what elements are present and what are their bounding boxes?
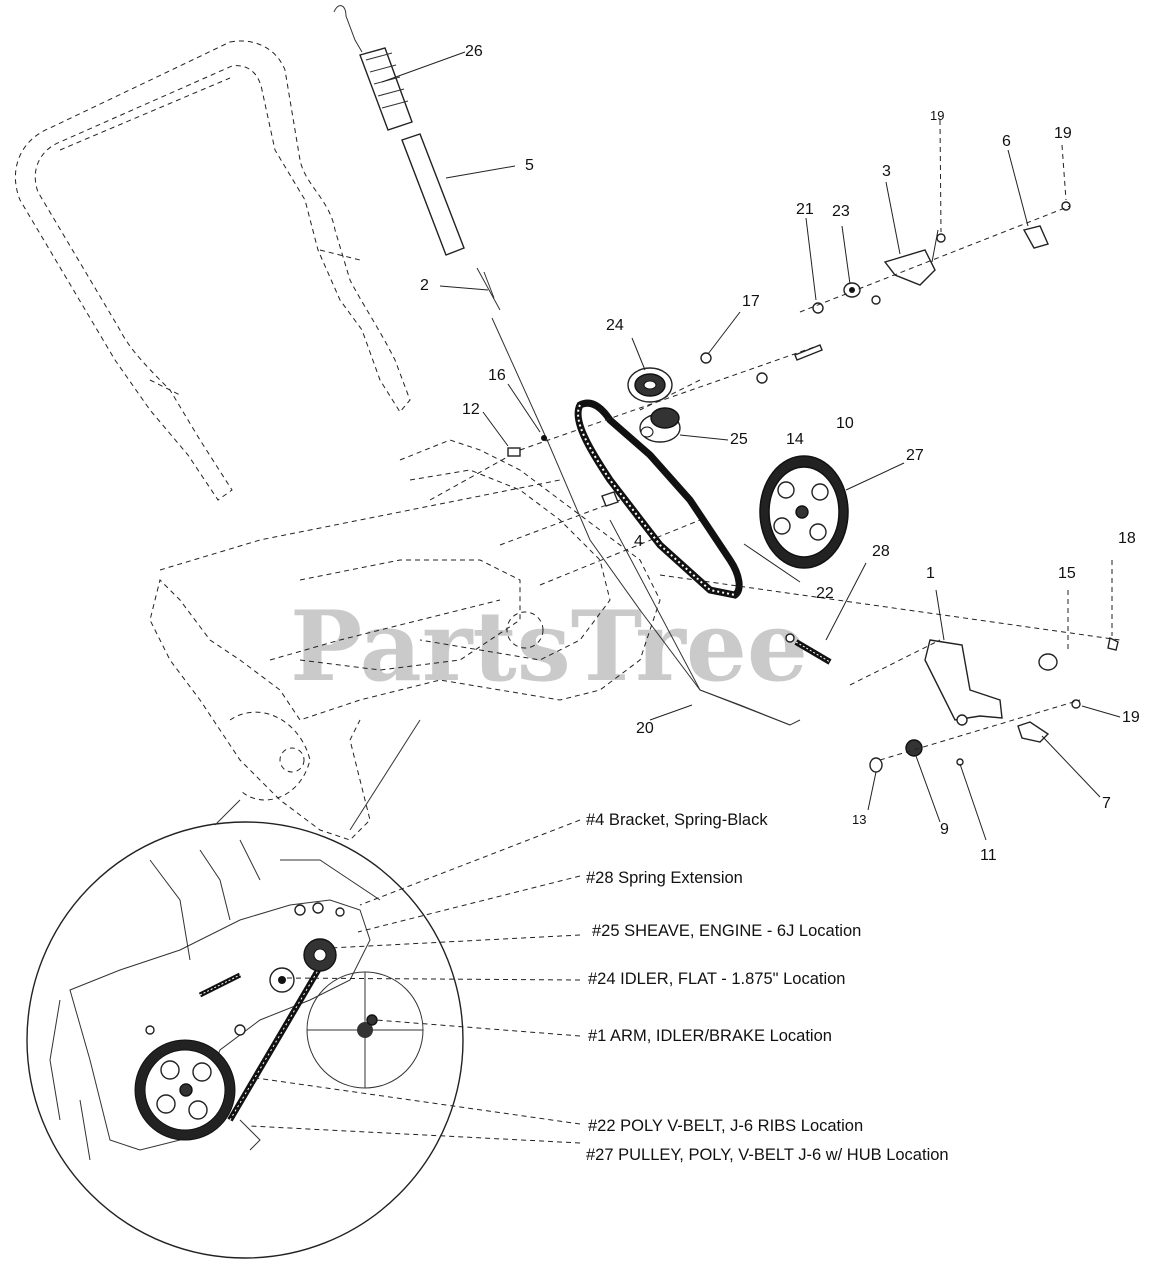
callout-11: 11 bbox=[980, 847, 997, 864]
callout-6: 6 bbox=[1002, 133, 1011, 150]
legend-arm-idler-brake: #1 ARM, IDLER/BRAKE Location bbox=[588, 1027, 832, 1045]
control-cable bbox=[333, 5, 801, 726]
callout-16: 16 bbox=[488, 367, 506, 384]
callout-22: 22 bbox=[816, 585, 834, 602]
callout-23: 23 bbox=[832, 203, 850, 220]
callout-4: 4 bbox=[634, 533, 643, 550]
handle-frame bbox=[15, 40, 411, 501]
axis-lines bbox=[519, 119, 1121, 761]
callout-25: 25 bbox=[730, 431, 748, 448]
callout-1: 1 bbox=[926, 565, 935, 582]
callout-13: 13 bbox=[852, 812, 866, 827]
callout-numbers: 26 5 2 16 12 24 17 25 14 10 27 4 22 28 2… bbox=[420, 43, 1140, 864]
callout-18: 18 bbox=[1118, 530, 1136, 547]
callout-9: 9 bbox=[940, 821, 949, 838]
callout-14: 14 bbox=[786, 431, 804, 448]
callout-3: 3 bbox=[882, 163, 891, 180]
callout-19-right: 19 bbox=[1054, 125, 1072, 142]
callout-7: 7 bbox=[1102, 795, 1111, 812]
callout-5: 5 bbox=[525, 157, 534, 174]
callout-17: 17 bbox=[742, 293, 760, 310]
inset-leaders bbox=[249, 819, 581, 1144]
legend-spring-extension: #28 Spring Extension bbox=[586, 869, 743, 887]
legend-pulley-poly: #27 PULLEY, POLY, V-BELT J-6 w/ HUB Loca… bbox=[586, 1146, 949, 1164]
callout-12: 12 bbox=[462, 401, 480, 418]
poly-v-belt bbox=[574, 399, 743, 599]
pulley-27 bbox=[759, 455, 849, 569]
callout-19-lower: 19 bbox=[1122, 709, 1140, 726]
engine-sheave bbox=[639, 407, 681, 443]
location-legend: #4 Bracket, Spring-Black #28 Spring Exte… bbox=[586, 811, 949, 1164]
callout-26: 26 bbox=[465, 43, 483, 60]
bracket-arm bbox=[609, 519, 791, 726]
callout-28: 28 bbox=[872, 543, 890, 560]
callout-10: 10 bbox=[836, 415, 854, 432]
hardware bbox=[507, 201, 1119, 773]
callout-15: 15 bbox=[1058, 565, 1076, 582]
callout-19-top: 19 bbox=[930, 108, 944, 123]
callout-20: 20 bbox=[636, 720, 654, 737]
legend-poly-v-belt: #22 POLY V-BELT, J-6 RIBS Location bbox=[588, 1117, 863, 1135]
watermark: PartsTree bbox=[290, 590, 808, 703]
callout-21: 21 bbox=[796, 201, 814, 218]
legend-idler-flat: #24 IDLER, FLAT - 1.875" Location bbox=[588, 970, 845, 988]
callout-2: 2 bbox=[420, 277, 429, 294]
engine-housing bbox=[149, 439, 701, 841]
leader-lines bbox=[381, 51, 1121, 841]
callout-27: 27 bbox=[906, 447, 924, 464]
spring-extension bbox=[785, 633, 832, 665]
detail-inset bbox=[26, 719, 464, 1259]
legend-sheave-engine: #25 SHEAVE, ENGINE - 6J Location bbox=[592, 922, 861, 940]
legend-bracket-spring: #4 Bracket, Spring-Black bbox=[586, 811, 768, 829]
idler-pulley bbox=[627, 367, 673, 403]
callout-24: 24 bbox=[606, 317, 624, 334]
